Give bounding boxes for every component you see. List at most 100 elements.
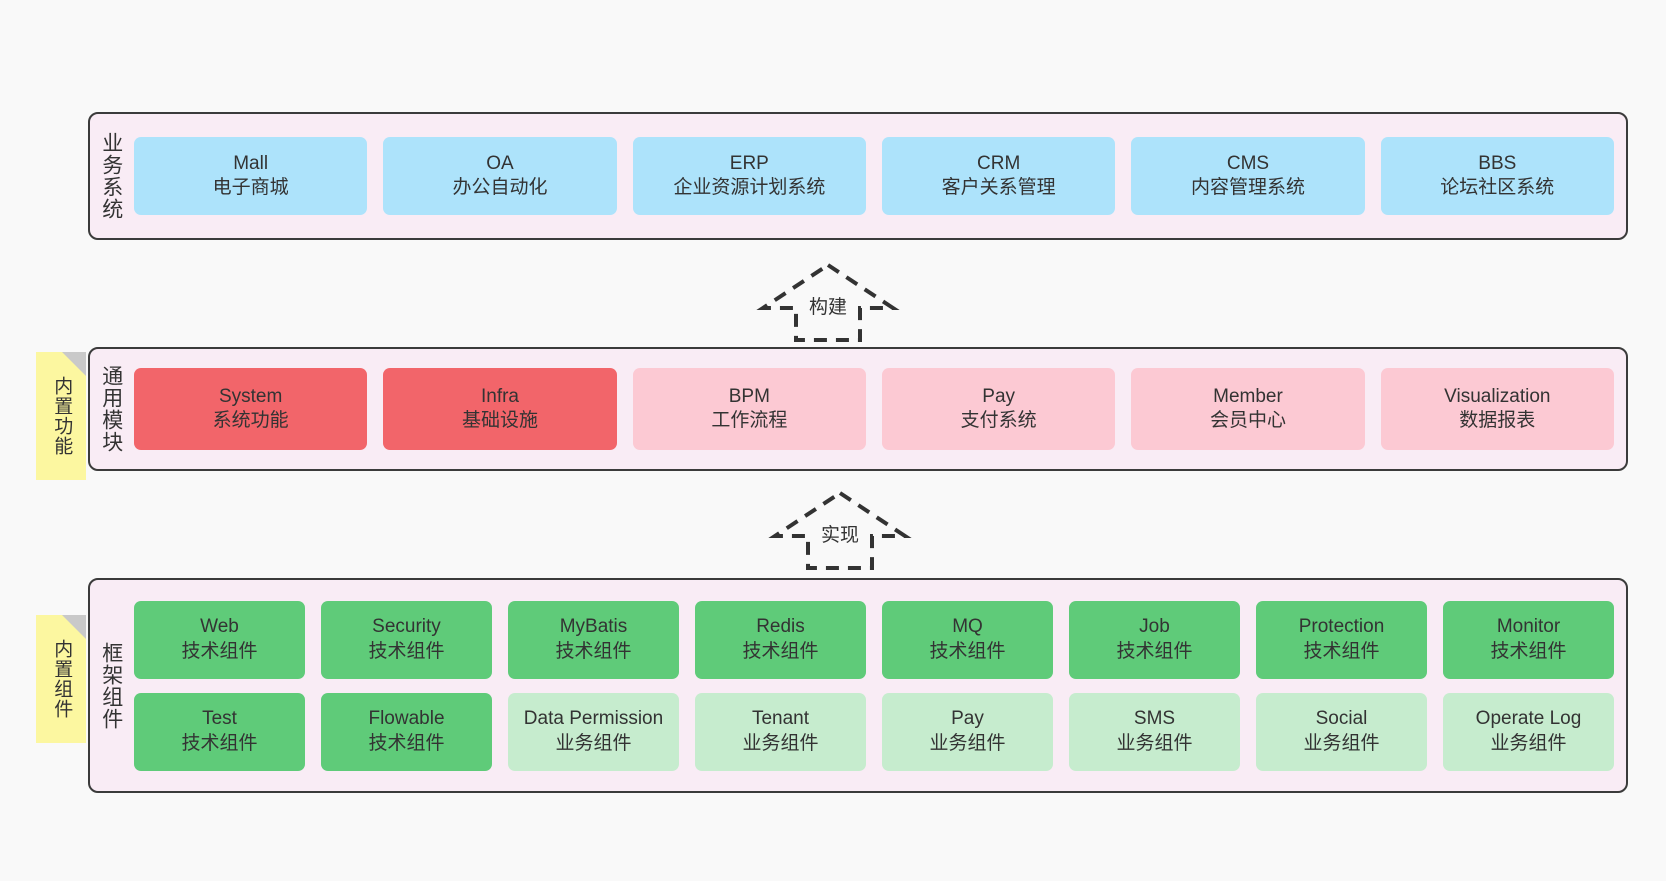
card-mall[interactable]: Mall 电子商城 (134, 137, 368, 215)
card-subtitle: 技术组件 (929, 640, 1006, 662)
card-bpm[interactable]: BPM 工作流程 (632, 368, 866, 450)
card-subtitle: 基础设施 (461, 410, 538, 431)
card-subtitle: 客户关系管理 (941, 177, 1056, 198)
card-title: CMS (1226, 152, 1270, 174)
card-subtitle: 企业资源计划系统 (673, 177, 826, 198)
card-title: CRM (977, 152, 1021, 174)
card-title: BPM (728, 385, 770, 407)
card-subtitle: 业务组件 (555, 732, 632, 754)
note-fold-icon (62, 615, 86, 639)
card-subtitle: 数据报表 (1459, 410, 1536, 431)
card-title: Redis (756, 616, 805, 638)
card-subtitle: 技术组件 (742, 640, 819, 662)
card-subtitle: 支付系统 (960, 410, 1037, 431)
card-infra[interactable]: Infra 基础设施 (383, 368, 617, 450)
card-security[interactable]: Security 技术组件 (321, 600, 492, 679)
card-subtitle: 业务组件 (929, 732, 1006, 754)
card-subtitle: 内容管理系统 (1190, 177, 1305, 198)
card-subtitle: 技术组件 (555, 640, 632, 662)
card-redis[interactable]: Redis 技术组件 (695, 600, 866, 679)
note-label: 内置组件 (51, 639, 73, 719)
layer-body-generic-modules: System 系统功能 Infra 基础设施 BPM 工作流程 Pay 支付系统… (132, 349, 1626, 469)
arrow-build-label: 构建 (808, 297, 848, 318)
card-title: MyBatis (559, 616, 628, 638)
card-title: Test (202, 708, 237, 730)
card-row: Web 技术组件 Security 技术组件 MyBatis 技术组件 Redi… (134, 600, 1614, 679)
card-title: Job (1139, 616, 1170, 638)
card-crm[interactable]: CRM 客户关系管理 (881, 137, 1116, 215)
layer-body-framework-components: Web 技术组件 Security 技术组件 MyBatis 技术组件 Redi… (132, 580, 1626, 791)
card-web[interactable]: Web 技术组件 (134, 600, 305, 679)
card-visualization[interactable]: Visualization 数据报表 (1380, 368, 1614, 450)
card-job[interactable]: Job 技术组件 (1069, 600, 1240, 679)
card-subtitle: 技术组件 (1303, 640, 1380, 662)
card-mq[interactable]: MQ 技术组件 (882, 600, 1053, 679)
card-title: Infra (480, 385, 519, 407)
card-system[interactable]: System 系统功能 (134, 368, 368, 450)
note-builtin-components: 内置组件 (36, 615, 86, 743)
card-title: Flowable (368, 708, 445, 730)
layer-title-framework-components: 框架组件 (99, 641, 123, 730)
card-title: Protection (1298, 616, 1385, 638)
card-subtitle: 技术组件 (181, 640, 258, 662)
card-tenant[interactable]: Tenant 业务组件 (695, 692, 866, 771)
card-flowable[interactable]: Flowable 技术组件 (321, 692, 492, 771)
card-cms[interactable]: CMS 内容管理系统 (1131, 137, 1365, 215)
card-test[interactable]: Test 技术组件 (134, 692, 305, 771)
card-erp[interactable]: ERP 企业资源计划系统 (632, 137, 866, 215)
card-title: MQ (952, 616, 983, 638)
note-label: 内置功能 (51, 376, 73, 456)
card-subtitle: 业务组件 (742, 732, 819, 754)
note-builtin-features: 内置功能 (36, 352, 86, 480)
card-subtitle: 会员中心 (1209, 410, 1286, 431)
card-oa[interactable]: OA 办公自动化 (383, 137, 617, 215)
arrow-implement-label: 实现 (820, 525, 860, 546)
layer-title-business-system: 业务系统 (99, 132, 123, 220)
card-data-permission[interactable]: Data Permission 业务组件 (508, 692, 679, 771)
layer-generic-modules: 通用模块 System 系统功能 Infra 基础设施 BPM 工作流程 Pay… (88, 347, 1628, 471)
card-title: Security (372, 616, 441, 638)
card-title: Mall (233, 152, 269, 174)
layer-body-business-system: Mall 电子商城 OA 办公自动化 ERP 企业资源计划系统 CRM 客户关系… (132, 114, 1626, 238)
card-social[interactable]: Social 业务组件 (1256, 692, 1427, 771)
card-subtitle: 系统功能 (212, 410, 289, 431)
card-title: Visualization (1444, 385, 1551, 407)
card-title: Operate Log (1475, 708, 1582, 730)
card-subtitle: 论坛社区系统 (1440, 177, 1555, 198)
note-fold-icon (62, 352, 86, 376)
card-subtitle: 工作流程 (711, 410, 788, 431)
card-title: Monitor (1496, 616, 1561, 638)
card-title: BBS (1478, 152, 1517, 174)
card-subtitle: 技术组件 (1116, 640, 1193, 662)
arrow-build: 构建 (756, 262, 900, 342)
card-title: Pay (951, 708, 984, 730)
card-subtitle: 业务组件 (1490, 732, 1567, 754)
card-subtitle: 技术组件 (1490, 640, 1567, 662)
card-operate-log[interactable]: Operate Log 业务组件 (1443, 692, 1614, 771)
card-mybatis[interactable]: MyBatis 技术组件 (508, 600, 679, 679)
card-title: Pay (982, 385, 1016, 407)
card-row: Mall 电子商城 OA 办公自动化 ERP 企业资源计划系统 CRM 客户关系… (134, 137, 1614, 215)
card-title: Social (1315, 708, 1368, 730)
card-subtitle: 业务组件 (1116, 732, 1193, 754)
card-row: System 系统功能 Infra 基础设施 BPM 工作流程 Pay 支付系统… (134, 368, 1614, 450)
card-pay[interactable]: Pay 支付系统 (881, 368, 1116, 450)
card-subtitle: 技术组件 (368, 640, 445, 662)
card-bbs[interactable]: BBS 论坛社区系统 (1380, 137, 1614, 215)
card-subtitle: 技术组件 (181, 732, 258, 754)
layer-framework-components: 框架组件 Web 技术组件 Security 技术组件 MyBatis 技术组件… (88, 578, 1628, 793)
card-title: OA (486, 152, 514, 174)
card-member[interactable]: Member 会员中心 (1131, 368, 1365, 450)
card-sms[interactable]: SMS 业务组件 (1069, 692, 1240, 771)
card-title: Data Permission (523, 708, 664, 730)
card-subtitle: 技术组件 (368, 732, 445, 754)
card-title: SMS (1133, 708, 1176, 730)
card-pay-component[interactable]: Pay 业务组件 (882, 692, 1053, 771)
layer-business-system: 业务系统 Mall 电子商城 OA 办公自动化 ERP 企业资源计划系统 CRM… (88, 112, 1628, 240)
card-subtitle: 电子商城 (212, 177, 289, 198)
card-title: System (218, 385, 283, 407)
arrow-implement: 实现 (768, 490, 912, 570)
card-monitor[interactable]: Monitor 技术组件 (1443, 600, 1614, 679)
card-title: Web (200, 616, 239, 638)
card-protection[interactable]: Protection 技术组件 (1256, 600, 1427, 679)
